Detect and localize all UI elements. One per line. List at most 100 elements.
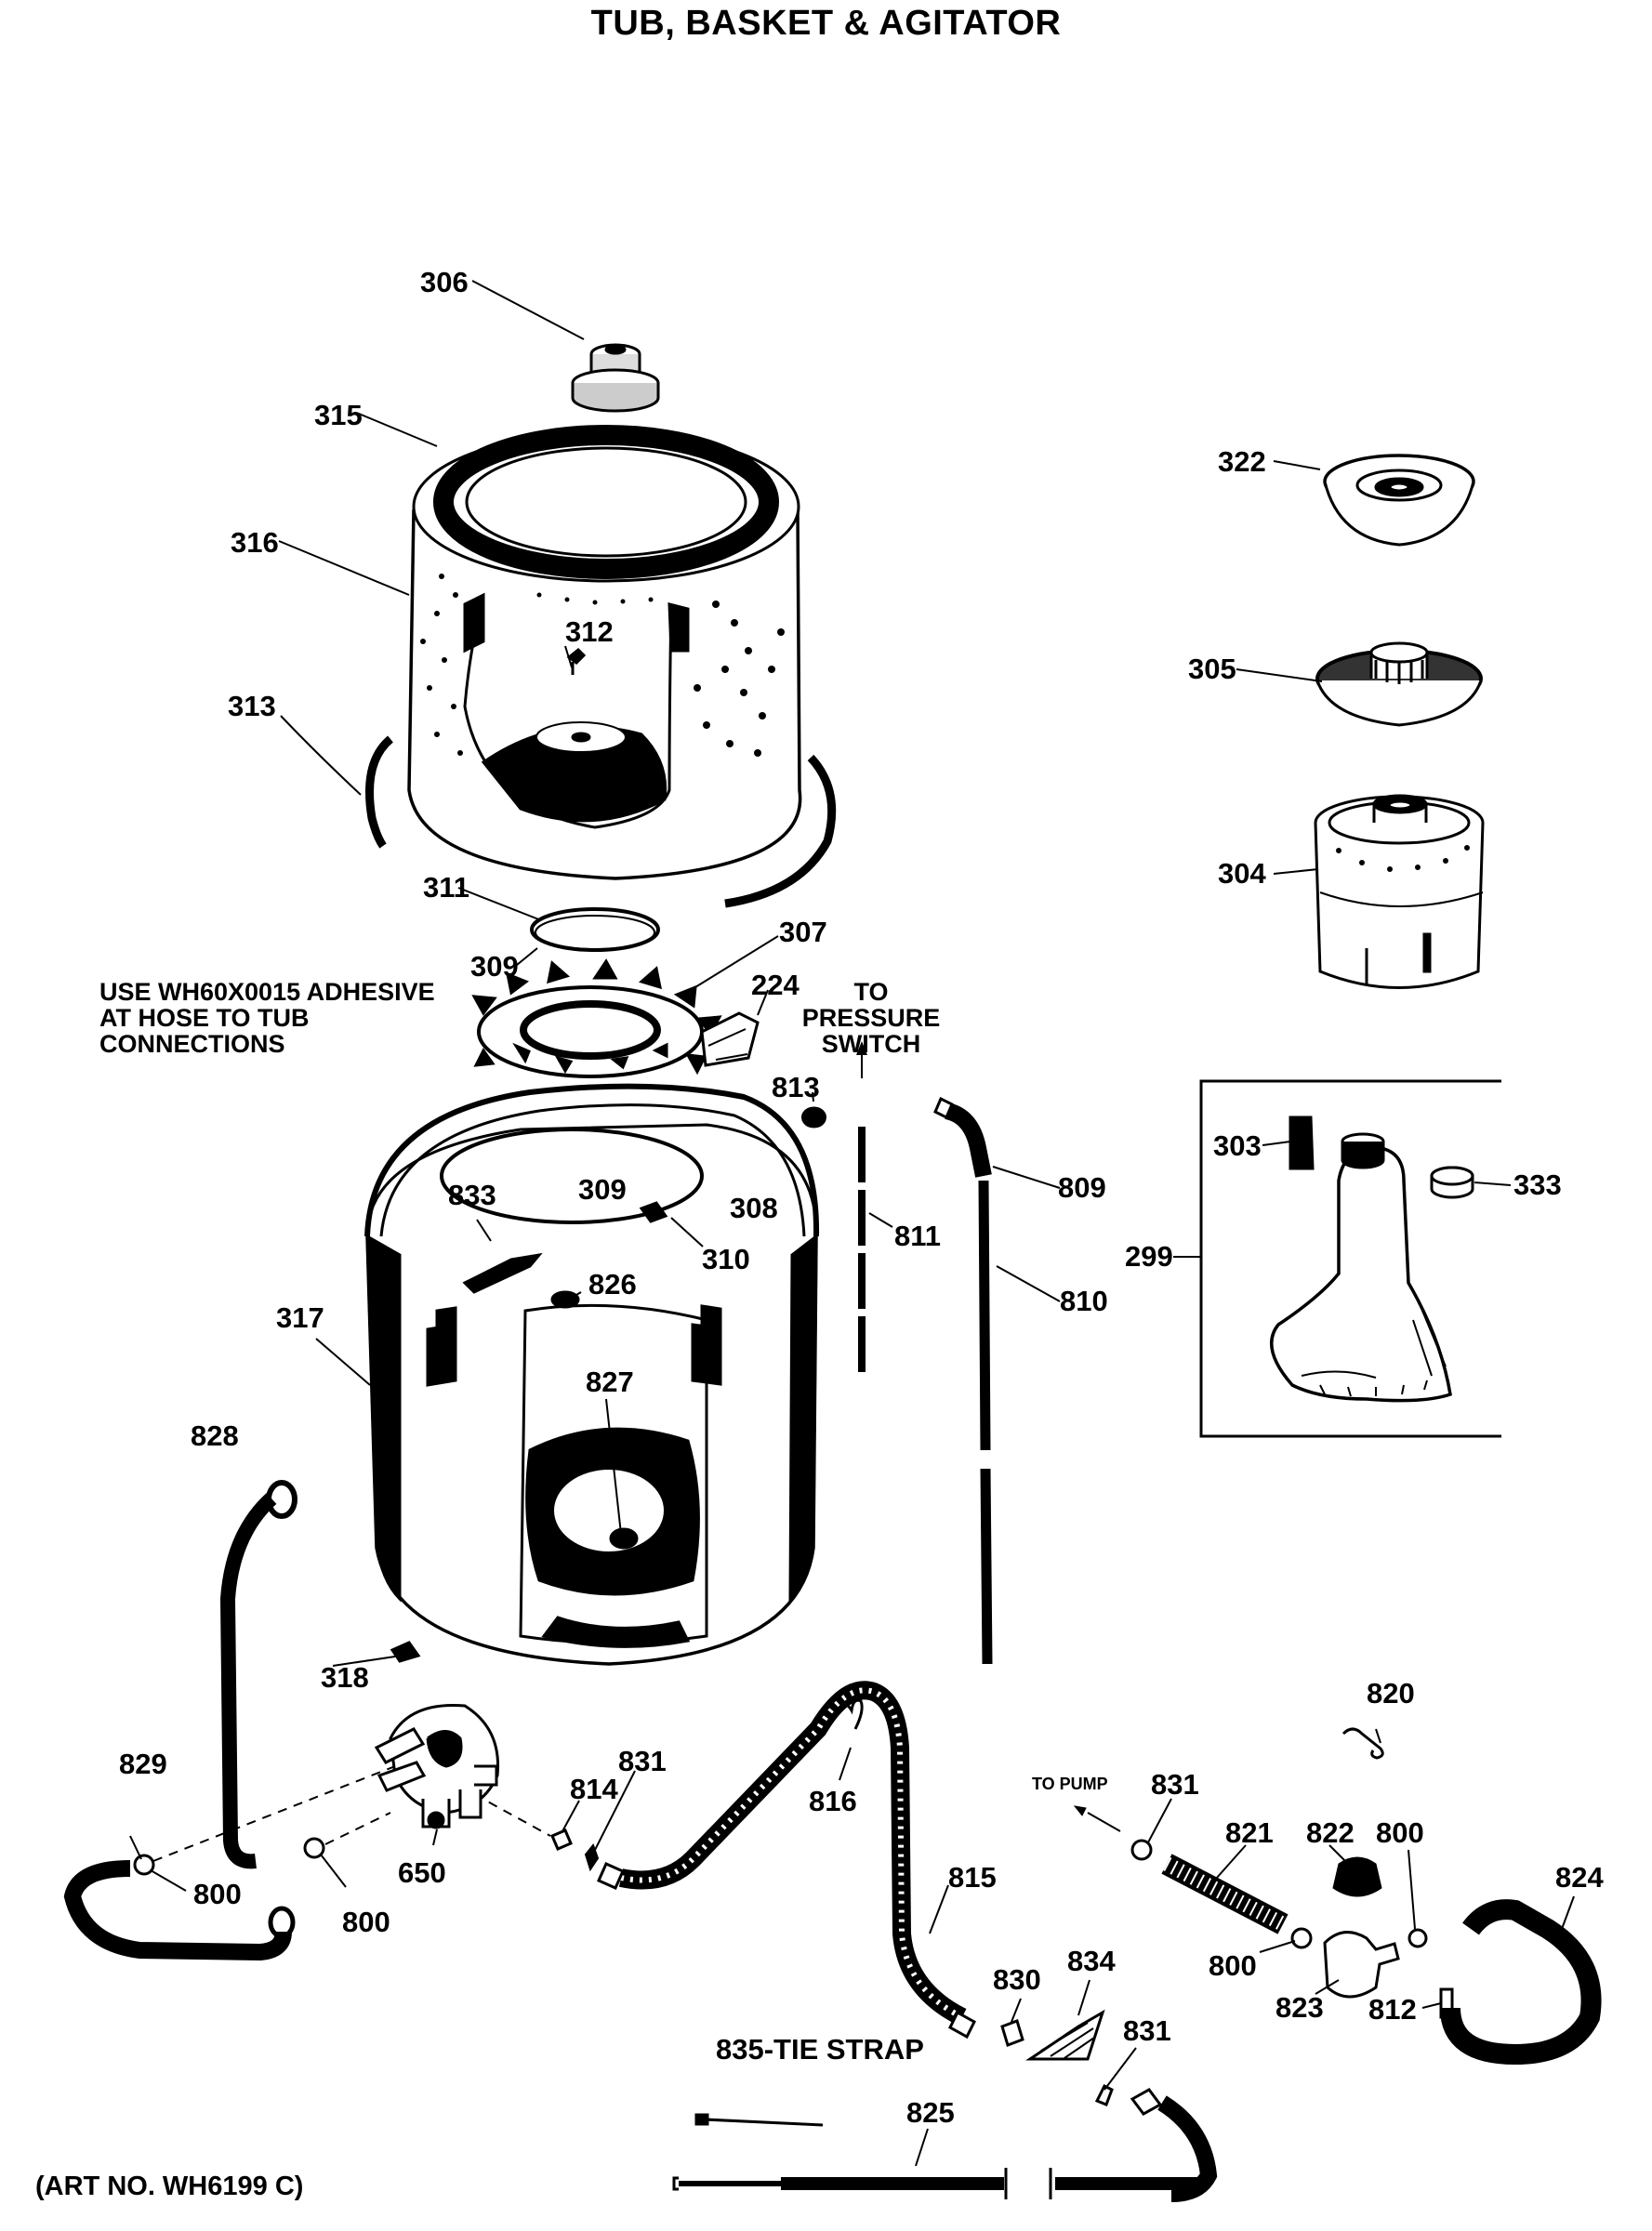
pressure-switch-note: TO PRESSURE SWITCH <box>801 979 941 1057</box>
callout-827: 827 <box>586 1366 634 1398</box>
adhesive-note: USE WH60X0015 ADHESIVE AT HOSE TO TUB CO… <box>99 979 435 1057</box>
callout-311: 311 <box>423 871 469 904</box>
callout-823: 823 <box>1275 1991 1324 2024</box>
callout-303: 303 <box>1213 1129 1262 1162</box>
callout-814: 814 <box>570 1773 618 1805</box>
callout-810: 810 <box>1060 1285 1108 1317</box>
hoses <box>856 1041 993 1665</box>
callout-815: 815 <box>948 1861 997 1894</box>
diagram-title: TUB, BASKET & AGITATOR <box>590 4 1062 43</box>
clip-814 <box>550 1828 573 1851</box>
callout-313: 313 <box>228 690 276 722</box>
adhesive-note-line-3: CONNECTIONS <box>99 1030 285 1058</box>
callout-813: 813 <box>772 1071 820 1103</box>
callout-299: 299 <box>1125 1240 1173 1273</box>
hose-810 <box>978 1180 993 1665</box>
callout-315: 315 <box>314 399 363 431</box>
callout-800a: 800 <box>193 1878 242 1910</box>
callout-826: 826 <box>588 1268 637 1300</box>
elbow-809 <box>944 1102 992 1178</box>
pressure-note-line-3: SWITCH <box>821 1030 921 1058</box>
tie-strap-835 <box>704 2118 824 2127</box>
box-299 <box>1199 1079 1501 1438</box>
callout-834: 834 <box>1067 1945 1116 1977</box>
callout-650: 650 <box>398 1856 446 1889</box>
callout-824: 824 <box>1555 1861 1604 1894</box>
bracket-224 <box>700 1011 760 1067</box>
callout-825: 825 <box>906 2096 955 2129</box>
callout-labels: 306 315 316 312 313 311 309 307 224 813 … <box>119 266 1604 2129</box>
callout-800b: 800 <box>342 1906 390 1938</box>
hose-815 <box>618 1681 967 2026</box>
cap-303 <box>1289 1116 1315 1170</box>
callout-322: 322 <box>1218 445 1266 478</box>
hub-nut-306 <box>571 343 660 413</box>
clip-816 <box>840 1698 864 1730</box>
pump-650 <box>374 1703 500 1829</box>
hose-824 <box>1440 1899 1602 2066</box>
callout-309a: 309 <box>470 950 519 983</box>
callout-310: 310 <box>702 1243 750 1275</box>
clamp-800a <box>133 1854 155 1876</box>
adhesive-note-line-1: USE WH60X0015 ADHESIVE <box>99 978 435 1006</box>
callout-828: 828 <box>191 1419 239 1452</box>
callout-835-tie-strap: 835-TIE STRAP <box>716 2033 924 2066</box>
to-pump-label: TO PUMP <box>1032 1775 1108 1793</box>
callout-833: 833 <box>448 1179 496 1211</box>
adhesive-note-line-2: AT HOSE TO TUB <box>99 1004 310 1032</box>
callout-224: 224 <box>751 969 800 1001</box>
cap-822 <box>1332 1856 1382 1897</box>
fitting-823 <box>1323 1931 1400 1999</box>
agitator-299 <box>1270 1132 1452 1403</box>
pressure-note-line-1: TO <box>853 978 889 1006</box>
basket-316 <box>407 425 802 880</box>
callout-307: 307 <box>779 916 827 948</box>
callout-317: 317 <box>276 1301 324 1334</box>
tub-assembly <box>364 958 826 1666</box>
callout-800c: 800 <box>1376 1816 1424 1849</box>
screw-312 <box>566 647 587 675</box>
ring-313 <box>365 735 394 849</box>
callout-830: 830 <box>993 1963 1041 1996</box>
callout-829: 829 <box>119 1748 167 1780</box>
basket-assembly <box>365 343 837 952</box>
callout-831b: 831 <box>1151 1768 1199 1801</box>
callout-822: 822 <box>1306 1816 1355 1849</box>
leader-lines <box>129 280 1575 2167</box>
fitting-813 <box>801 1106 826 1129</box>
callout-318: 318 <box>321 1661 369 1694</box>
callout-809: 809 <box>1058 1171 1106 1204</box>
callout-308: 308 <box>730 1192 778 1224</box>
clamp-800d <box>1290 1927 1313 1949</box>
drain-825 <box>1157 2095 1218 2202</box>
callout-306: 306 <box>420 266 469 298</box>
agitator-parts <box>1199 454 1501 1438</box>
cap-322 <box>1323 454 1475 547</box>
pressure-note-line-2: PRESSURE <box>801 1004 941 1032</box>
clamp-800c <box>1408 1928 1428 1948</box>
clamp-800b <box>303 1837 325 1859</box>
art-number: (ART NO. WH6199 C) <box>35 2172 304 2201</box>
callout-333: 333 <box>1513 1168 1562 1201</box>
callout-304: 304 <box>1218 857 1266 890</box>
callout-800d: 800 <box>1209 1949 1257 1982</box>
clip-833 <box>462 1252 543 1294</box>
clip-318 <box>390 1641 421 1663</box>
hose-821 <box>1161 1854 1289 1934</box>
dispenser-305 <box>1315 641 1483 727</box>
callout-309b: 309 <box>578 1173 627 1206</box>
seal-307 <box>471 958 722 1078</box>
callout-811: 811 <box>894 1220 941 1252</box>
clamp-831b <box>1130 1839 1153 1861</box>
callout-831c: 831 <box>1123 2014 1171 2047</box>
hose-828 <box>219 1493 277 1869</box>
callout-812: 812 <box>1368 1993 1417 2026</box>
clip-831a <box>584 1842 600 1872</box>
agitator-top-304 <box>1314 794 1485 989</box>
hose-829 <box>63 1860 292 1961</box>
callout-831a: 831 <box>618 1745 667 1777</box>
callout-821: 821 <box>1225 1816 1274 1849</box>
lower-plumbing <box>63 1480 1602 2202</box>
ring-308 <box>440 1128 704 1224</box>
